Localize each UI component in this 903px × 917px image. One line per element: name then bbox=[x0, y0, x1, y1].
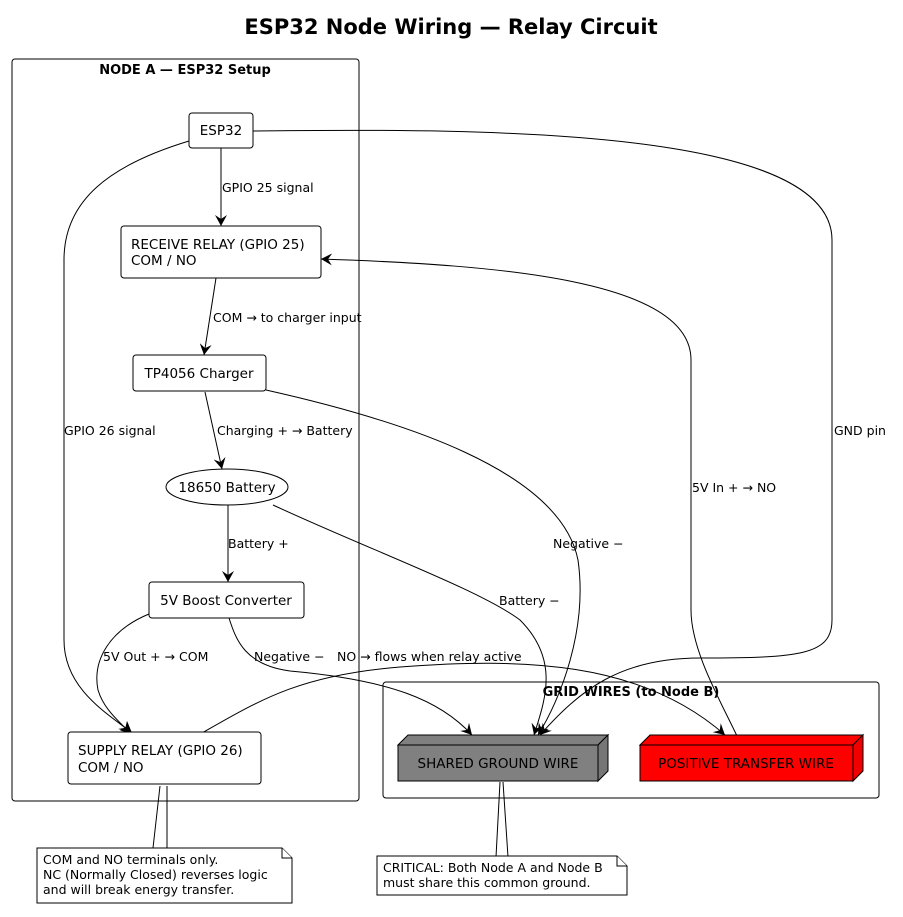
node-shared-ground-wire[interactable]: SHARED GROUND WIRE bbox=[396, 733, 610, 783]
label-gpio25: GPIO 25 signal bbox=[222, 180, 314, 195]
cluster-node-a: NODE A — ESP32 Setup bbox=[11, 58, 360, 802]
label-com-charger: COM → to charger input bbox=[213, 310, 362, 325]
note-supply-line2: NC (Normally Closed) reverses logic bbox=[43, 867, 268, 882]
positive-wire-top-face bbox=[638, 734, 865, 746]
battery-ellipse[interactable] bbox=[165, 468, 289, 506]
note-ground-fold bbox=[616, 856, 627, 867]
diagram-title: ESP32 Node Wiring — Relay Circuit bbox=[244, 15, 657, 39]
positive-wire-label: POSITIVE TRANSFER WIRE bbox=[658, 756, 834, 772]
note-ground-box bbox=[376, 855, 628, 896]
boost-box[interactable] bbox=[148, 581, 305, 619]
node-18650-battery[interactable]: 18650 Battery bbox=[165, 468, 289, 506]
edge-5v-out[interactable] bbox=[96, 613, 150, 734]
cluster-grid-wires-title: GRID WIRES (to Node B) bbox=[543, 685, 720, 700]
receive-relay-terminals: COM / NO bbox=[131, 253, 197, 269]
esp32-label: ESP32 bbox=[200, 123, 242, 139]
edge-gpio26[interactable] bbox=[63, 140, 190, 734]
note-supply-relay: COM and NO terminals only. NC (Normally … bbox=[36, 847, 293, 904]
supply-relay-terminals: COM / NO bbox=[78, 760, 144, 776]
label-no-flows: NO → flows when relay active bbox=[337, 649, 522, 664]
label-gpio26: GPIO 26 signal bbox=[64, 423, 156, 438]
ground-wire-front-face[interactable] bbox=[397, 744, 599, 782]
label-negative-boost: Negative − bbox=[254, 649, 325, 664]
esp32-box[interactable] bbox=[188, 112, 254, 149]
note-connector-supply bbox=[152, 785, 168, 849]
ground-wire-top-face bbox=[396, 734, 610, 746]
edge-negative-charger[interactable] bbox=[265, 389, 581, 736]
cluster-node-a-frame bbox=[11, 58, 360, 802]
edge-labels: GPIO 25 signal COM → to charger input Ch… bbox=[64, 180, 886, 664]
node-esp32[interactable]: ESP32 bbox=[188, 112, 254, 149]
label-5v-out: 5V Out + → COM bbox=[103, 649, 208, 664]
node-tp4056-charger[interactable]: TP4056 Charger bbox=[132, 354, 267, 392]
label-battery-plus: Battery + bbox=[228, 536, 289, 551]
label-gnd-pin: GND pin bbox=[834, 423, 886, 438]
edge-charging[interactable] bbox=[204, 391, 226, 470]
charger-label: TP4056 Charger bbox=[143, 366, 253, 382]
note-ground-line2: must share this common ground. bbox=[383, 875, 591, 890]
receive-relay-box[interactable] bbox=[120, 225, 322, 279]
note-supply-line1: COM and NO terminals only. bbox=[43, 852, 218, 867]
edge-5v-in[interactable] bbox=[320, 253, 738, 737]
note-supply-box bbox=[36, 847, 293, 904]
label-5v-in: 5V In + → NO bbox=[692, 480, 776, 495]
cluster-grid-wires bbox=[382, 681, 880, 799]
node-positive-transfer-wire[interactable]: POSITIVE TRANSFER WIRE bbox=[638, 733, 865, 783]
note-connector-ground bbox=[495, 781, 509, 858]
edge-gnd-pin[interactable] bbox=[252, 129, 833, 736]
ground-wire-label: SHARED GROUND WIRE bbox=[418, 756, 579, 772]
note-ground-line1: CRITICAL: Both Node A and Node B bbox=[383, 860, 603, 875]
receive-relay-title: RECEIVE RELAY (GPIO 25) bbox=[131, 237, 305, 253]
label-battery-minus: Battery − bbox=[499, 593, 560, 608]
node-supply-relay[interactable]: SUPPLY RELAY (GPIO 26) COM / NO bbox=[67, 731, 262, 785]
supply-relay-box[interactable] bbox=[67, 731, 262, 785]
positive-wire-front-face[interactable] bbox=[639, 744, 854, 782]
battery-label: 18650 Battery bbox=[178, 480, 275, 496]
edge-negative-boost[interactable] bbox=[228, 617, 473, 736]
cluster-grid-wires-frame bbox=[382, 681, 880, 799]
supply-relay-title: SUPPLY RELAY (GPIO 26) bbox=[78, 743, 243, 759]
edge-battery-minus[interactable] bbox=[272, 504, 547, 736]
node-boost-converter[interactable]: 5V Boost Converter bbox=[148, 581, 305, 619]
charger-box[interactable] bbox=[132, 354, 267, 392]
boost-label: 5V Boost Converter bbox=[160, 593, 292, 609]
edge-com-charger[interactable] bbox=[199, 277, 217, 356]
node-receive-relay[interactable]: RECEIVE RELAY (GPIO 25) COM / NO bbox=[120, 225, 322, 279]
label-negative-charger: Negative − bbox=[553, 536, 624, 551]
note-supply-line3: and will break energy transfer. bbox=[43, 882, 234, 897]
cluster-node-a-title: NODE A — ESP32 Setup bbox=[99, 63, 271, 78]
label-charging: Charging + → Battery bbox=[217, 423, 353, 438]
note-supply-fold bbox=[281, 848, 292, 859]
edge-no-flows[interactable] bbox=[201, 662, 726, 736]
edges bbox=[63, 129, 833, 858]
note-shared-ground: CRITICAL: Both Node A and Node B must sh… bbox=[376, 855, 628, 896]
